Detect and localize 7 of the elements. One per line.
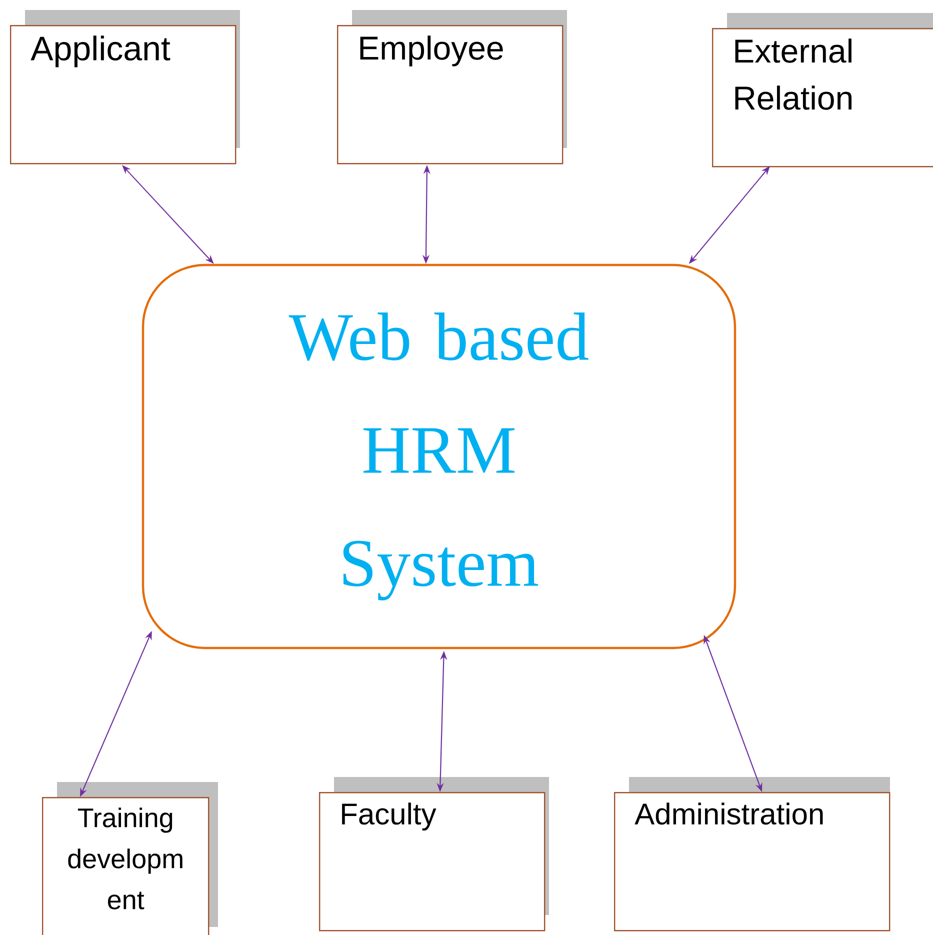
entity-box: Training developm ent bbox=[42, 782, 218, 935]
entity-box: Applicant bbox=[10, 10, 240, 164]
entity-box: Faculty bbox=[319, 777, 549, 932]
system-box: Web based HRM System bbox=[142, 264, 736, 650]
entity-box: Administration bbox=[614, 777, 890, 932]
entity-box: Employee bbox=[337, 10, 567, 164]
entity-box: External Relation bbox=[712, 13, 933, 168]
